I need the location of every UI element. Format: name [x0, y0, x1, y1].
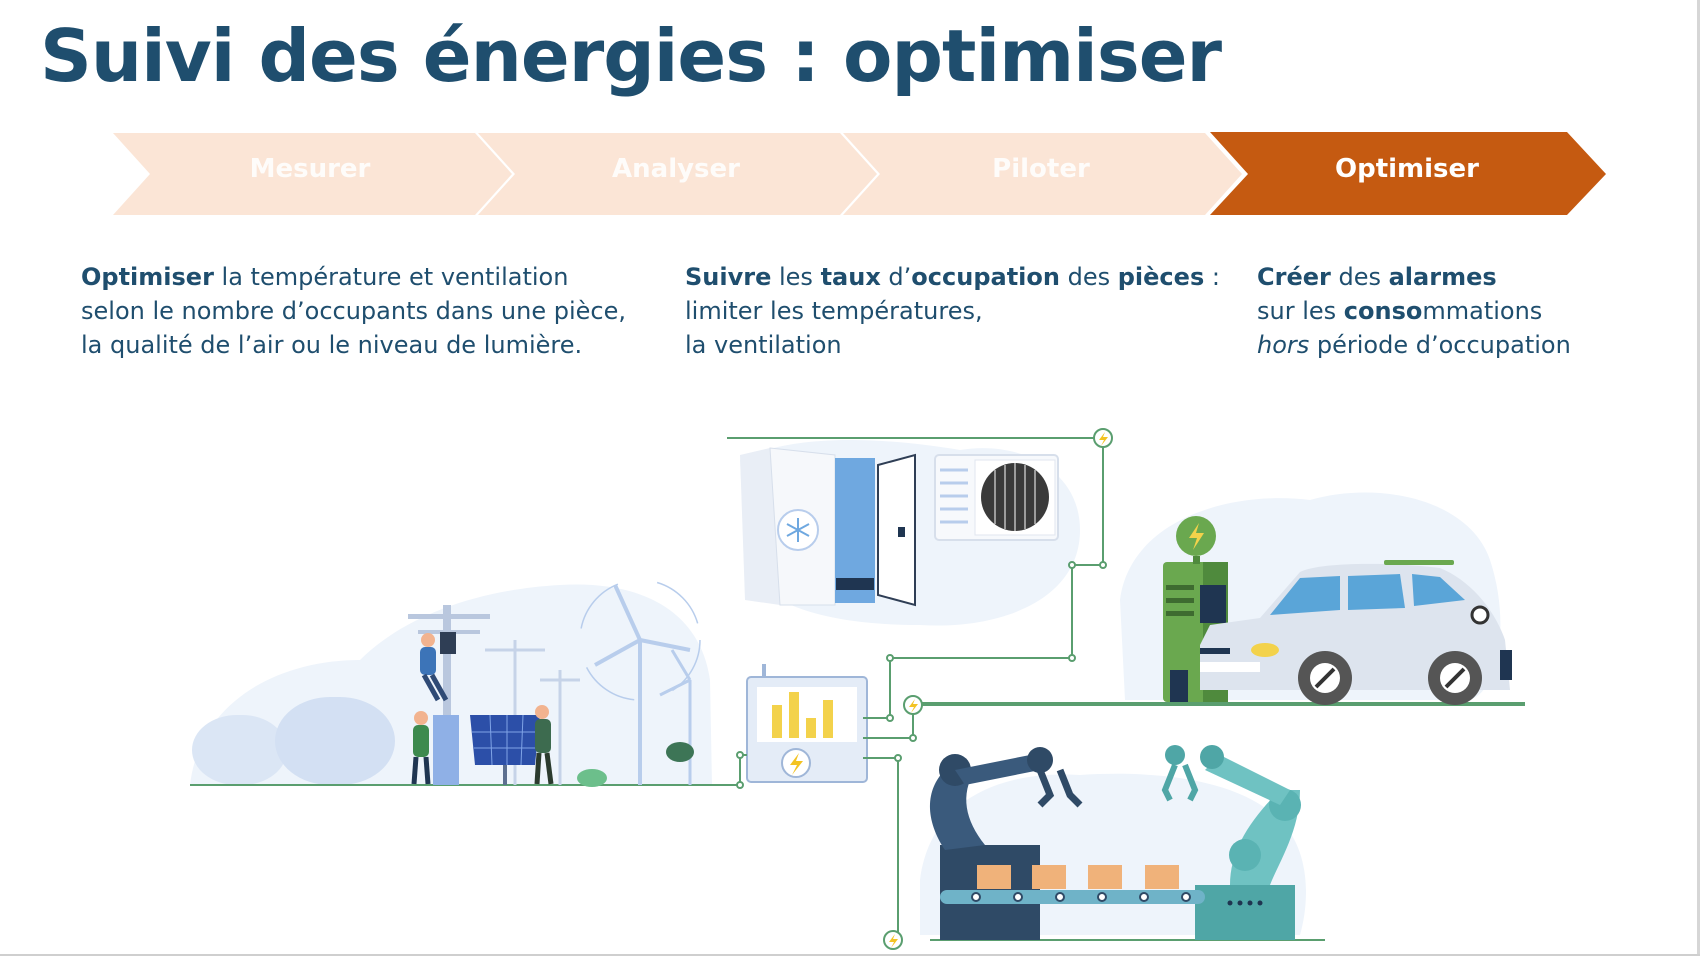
package-boxes: [977, 865, 1179, 889]
text-column-optimiser: Optimiser la température et ventilation …: [81, 260, 626, 362]
worker: [411, 711, 431, 785]
text: mmations: [1422, 297, 1543, 325]
bush: [666, 742, 694, 762]
air-conditioner: [934, 454, 1059, 541]
refrigerator: [740, 447, 916, 607]
keyword: Créer: [1257, 263, 1331, 291]
lightning-bolt-icon: [909, 699, 918, 713]
bush: [577, 769, 607, 787]
keyword: conso: [1343, 297, 1423, 325]
text: limiter les températures,: [685, 297, 983, 325]
lightning-bolt-icon: [1189, 523, 1204, 550]
wind-turbines: [579, 579, 701, 785]
text-column-alarmes: Créer des alarmes sur les consommations …: [1257, 260, 1571, 362]
power-badge: [1093, 428, 1113, 448]
step-optimiser[interactable]: [1210, 132, 1606, 215]
step-piloter[interactable]: [843, 133, 1242, 215]
fan-grille: [994, 463, 1036, 531]
page-title: Suivi des énergies : optimiser: [40, 14, 1222, 98]
process-steps: [113, 132, 1606, 215]
storage-tank: [192, 715, 287, 785]
storage-tank: [275, 697, 395, 785]
electric-car: [1200, 560, 1512, 705]
text: les: [771, 263, 821, 291]
power-pole: [408, 605, 490, 785]
text-column-occupation: Suivre les taux d’occupation des pièces …: [685, 260, 1220, 362]
slide-border: [1697, 0, 1700, 956]
keyword: alarmes: [1388, 263, 1497, 291]
lightning-bolt-icon: [1099, 432, 1108, 446]
keyword: taux: [820, 263, 881, 291]
power-badge: [883, 930, 903, 950]
snowflake-icon: [786, 518, 810, 542]
text: la ventilation: [685, 331, 842, 359]
power-badge: [903, 695, 923, 715]
lightning-bolt-icon: [790, 753, 803, 775]
keyword: occupation: [911, 263, 1060, 291]
keyword: pièces: [1117, 263, 1205, 291]
step-optimiser-label: Optimiser: [1335, 154, 1479, 184]
text: la température et ventilation: [213, 263, 569, 291]
keyword: hors: [1257, 331, 1310, 359]
circuit-nodes: [736, 561, 1107, 789]
text: selon le nombre d’occupants dans une piè…: [81, 297, 626, 325]
lightning-bolt-icon: [889, 934, 898, 948]
text: période d’occupation: [1309, 331, 1571, 359]
step-analyser-label: Analyser: [612, 154, 740, 184]
step-analyser[interactable]: [478, 133, 877, 215]
text: d’: [880, 263, 912, 291]
conveyor-belt: [940, 865, 1205, 904]
text: sur les: [1257, 297, 1344, 325]
text: des: [1059, 263, 1118, 291]
slide-border: [0, 954, 1700, 956]
step-mesurer[interactable]: [113, 133, 512, 215]
solar-panel: [470, 705, 554, 785]
step-piloter-label: Piloter: [992, 154, 1090, 184]
text: :: [1204, 263, 1220, 291]
keyword: Optimiser: [81, 263, 214, 291]
text: des: [1330, 263, 1389, 291]
robotic-arm-right: [1161, 745, 1301, 940]
text: la qualité de l’air ou le niveau de lumi…: [81, 331, 583, 359]
energy-monitor: [746, 664, 868, 783]
step-mesurer-label: Mesurer: [249, 154, 371, 184]
keyword: Suivre: [685, 263, 772, 291]
